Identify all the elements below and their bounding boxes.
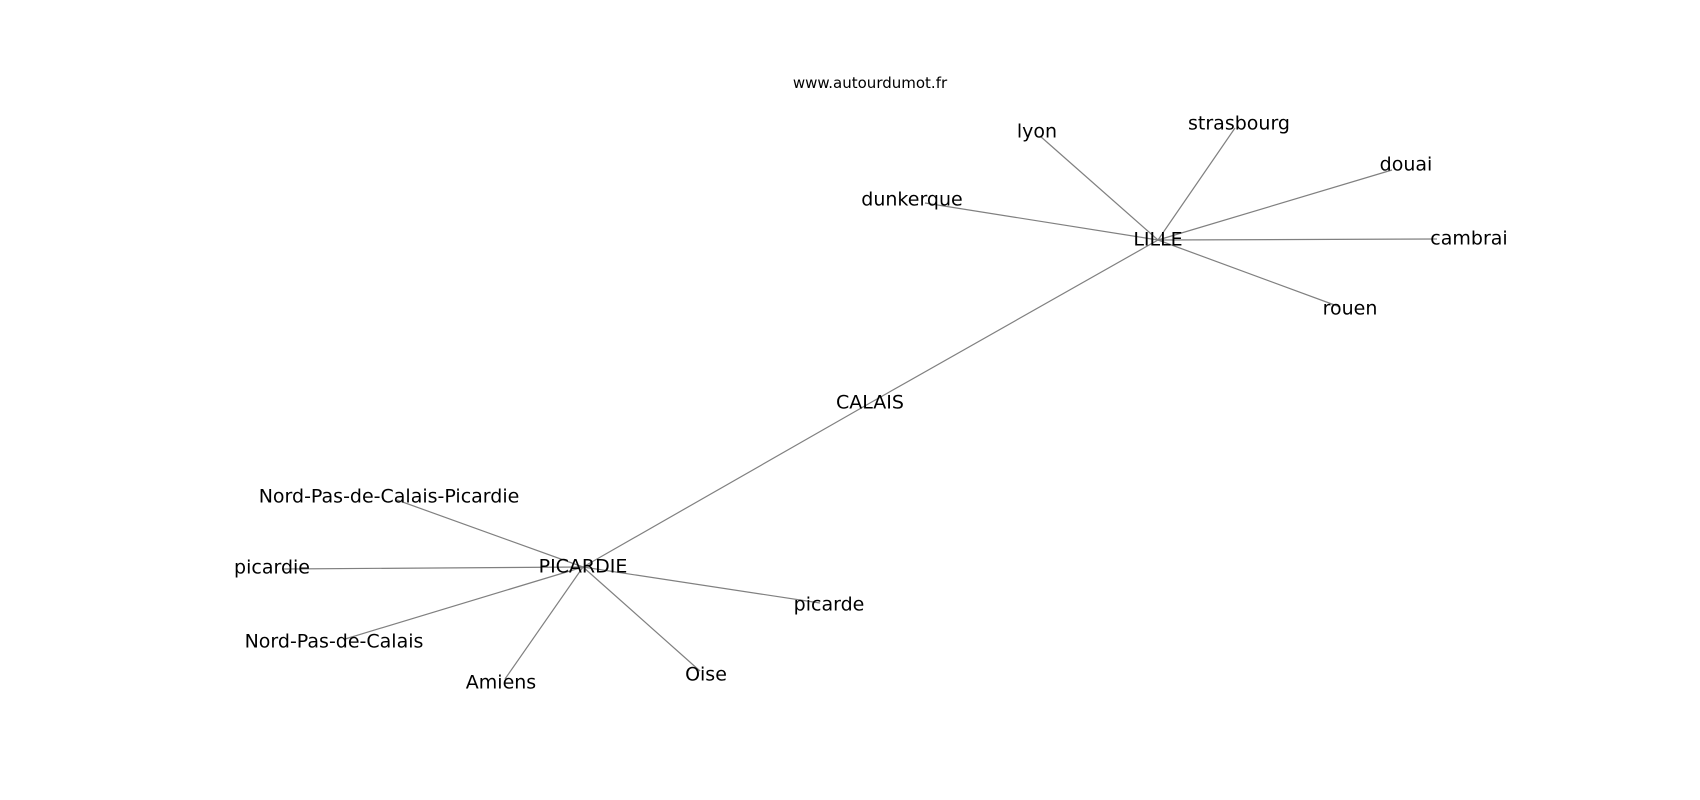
edges-layer	[281, 127, 1438, 680]
node-label-calais[interactable]: CALAIS	[836, 392, 904, 414]
nodes-layer: LILLE CALAIS PICARDIE lyon strasbourg douai du…	[234, 113, 1508, 694]
node-label-nord-pas-de-calais[interactable]: Nord-Pas-de-Calais	[245, 631, 424, 653]
edge-lille-strasbourg	[1157, 127, 1236, 241]
edge-picardie-picardie	[281, 566, 584, 570]
edge-lille-cambrai	[1157, 238, 1438, 241]
edge-picardie-picarde	[582, 566, 821, 604]
node-label-lille[interactable]: LILLE	[1133, 229, 1182, 251]
node-label-rouen[interactable]: rouen	[1323, 298, 1378, 320]
edge-picardie-oise	[582, 566, 701, 672]
site-watermark: www.autourdumot.fr	[793, 74, 948, 92]
edge-picardie-nord-pas-de-calais-picardie	[396, 499, 584, 568]
node-label-douai[interactable]: douai	[1380, 154, 1433, 176]
node-label-dunkerque[interactable]: dunkerque	[861, 189, 962, 211]
edge-picardie-amiens	[504, 566, 584, 680]
node-label-picardie[interactable]: PICARDIE	[539, 556, 628, 578]
edge-picardie-nord-pas-de-calais	[344, 566, 584, 640]
edge-lille-rouen	[1157, 239, 1341, 308]
node-label-amiens[interactable]: Amiens	[466, 672, 536, 694]
edge-lille-douai	[1157, 169, 1393, 241]
node-label-lyon[interactable]: lyon	[1017, 121, 1057, 143]
node-label-oise[interactable]: Oise	[685, 664, 727, 686]
node-label-cambrai[interactable]: cambrai	[1430, 228, 1507, 250]
node-label-picarde[interactable]: picarde	[794, 594, 865, 616]
node-label-strasbourg[interactable]: strasbourg	[1188, 113, 1290, 135]
edge-lille-lyon	[1039, 135, 1159, 241]
edge-lille-dunkerque	[924, 202, 1159, 241]
node-label-nord-pas-de-calais-picardie[interactable]: Nord-Pas-de-Calais-Picardie	[259, 486, 520, 508]
edge-calais-picardie	[582, 402, 871, 568]
node-label-picardie[interactable]: picardie	[234, 557, 310, 579]
edge-lille-calais	[869, 239, 1159, 404]
